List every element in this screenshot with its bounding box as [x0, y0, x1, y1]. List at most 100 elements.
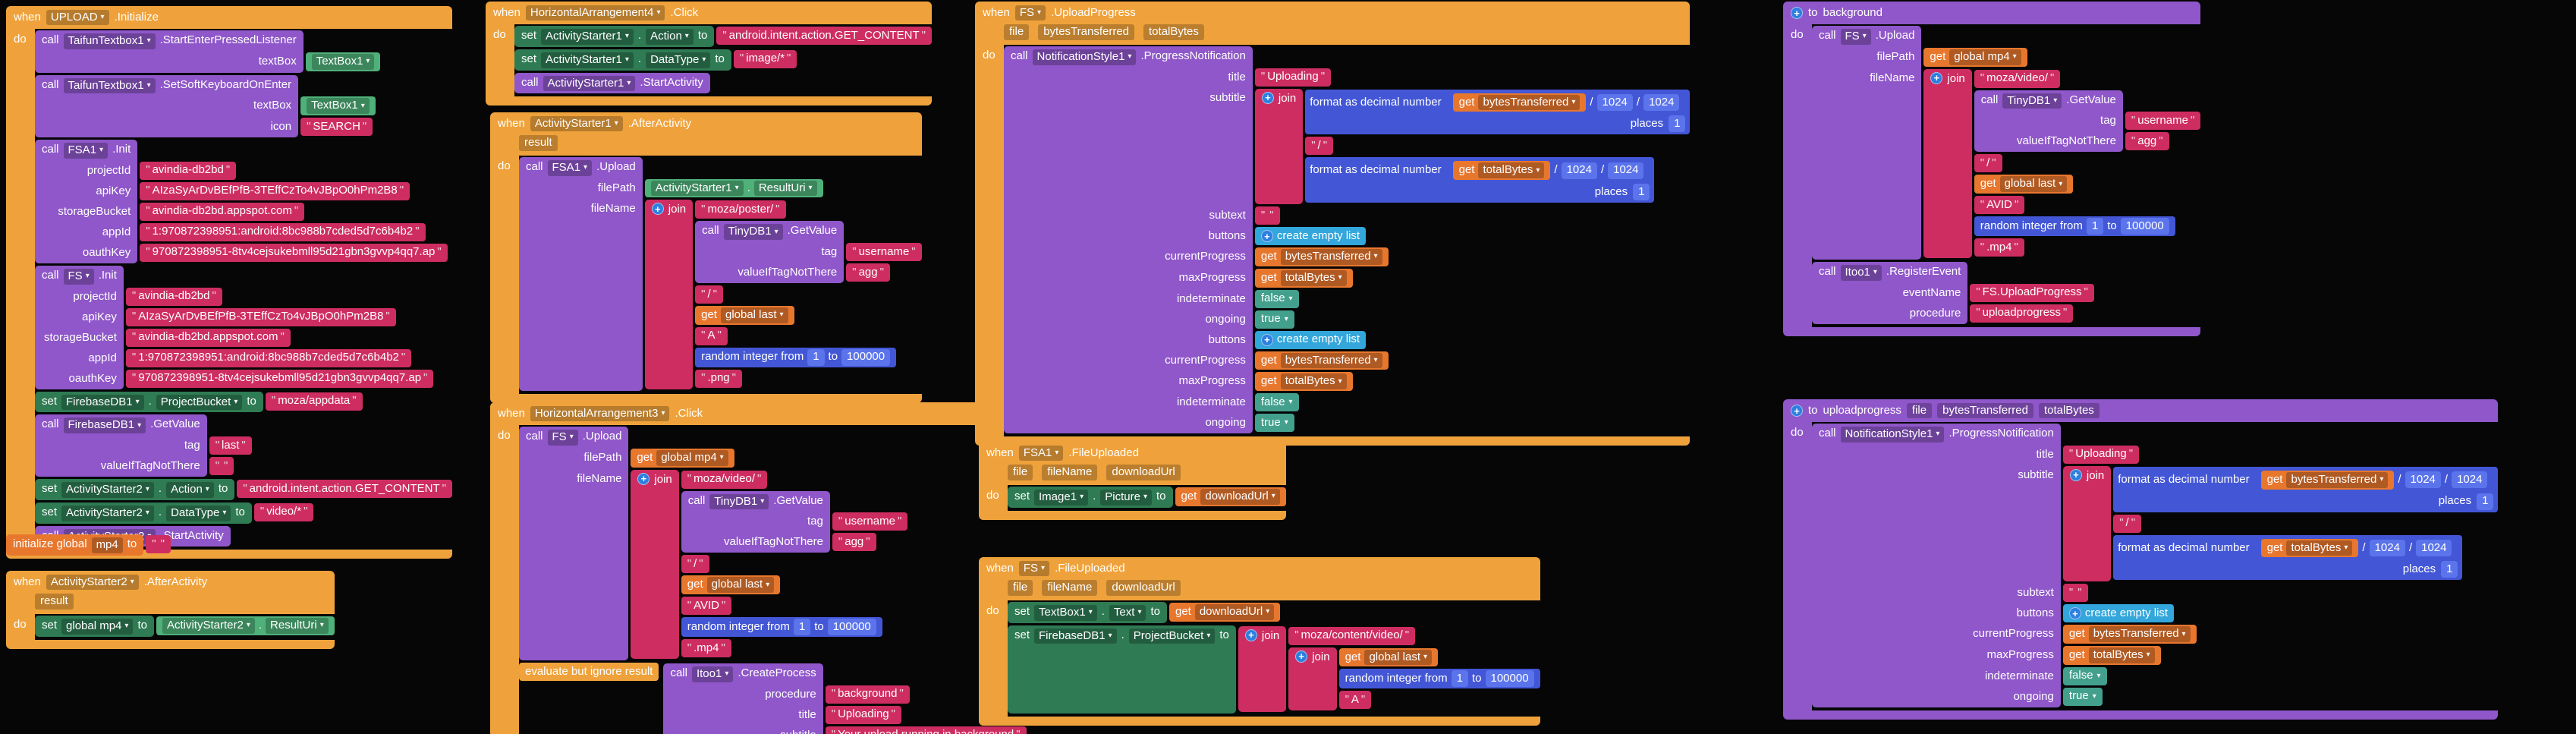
- component-dropdown[interactable]: FirebaseDB1▾: [63, 417, 146, 433]
- text-block[interactable]: "video/*": [253, 502, 314, 521]
- parameter-chip[interactable]: file: [1008, 465, 1033, 480]
- text-block[interactable]: "AVID": [1974, 196, 2025, 214]
- variable-dropdown[interactable]: global last▾: [1999, 176, 2068, 192]
- text-block[interactable]: "android.intent.action.GET_CONTENT": [716, 27, 932, 45]
- variable-dropdown[interactable]: global mp4▾: [61, 618, 134, 635]
- parameter-chip[interactable]: result: [35, 594, 74, 610]
- text-block[interactable]: "/": [695, 285, 723, 304]
- variable-dropdown[interactable]: bytesTransferred▾: [2286, 471, 2389, 488]
- mutator-icon[interactable]: +: [1930, 71, 1943, 84]
- property-dropdown[interactable]: DataType▾: [646, 52, 711, 68]
- text-block[interactable]: "AIzaSyArDvBEfPfB-3TEffCzTo4vJBpO0hPm2B8…: [140, 181, 410, 200]
- component-dropdown[interactable]: ActivityStarter1▾: [541, 52, 634, 68]
- number-block[interactable]: 1024: [1643, 93, 1680, 111]
- component-dropdown[interactable]: NotificationStyle1▾: [1840, 427, 1945, 443]
- text-block[interactable]: "A": [1338, 691, 1372, 710]
- text-block[interactable]: "970872398951-8tv4cejsukebmll95d21gbn3gv…: [140, 243, 448, 262]
- variable-dropdown[interactable]: totalBytes▾: [1280, 373, 1347, 389]
- component-property-block[interactable]: ActivityStarter1▾.ResultUri▾: [644, 178, 823, 198]
- logic-block[interactable]: false▾: [1254, 393, 1299, 411]
- property-dropdown[interactable]: ResultUri▾: [266, 617, 329, 634]
- parameter-chip[interactable]: fileName: [1042, 580, 1098, 596]
- variable-dropdown[interactable]: totalBytes▾: [2088, 647, 2155, 663]
- number-block[interactable]: 1024: [1561, 162, 1597, 179]
- create-empty-list-block[interactable]: +create empty list: [1254, 227, 1367, 245]
- variable-dropdown[interactable]: global mp4▾: [1949, 49, 2021, 65]
- component-dropdown[interactable]: HorizontalArrangement4▾: [525, 5, 665, 21]
- variable-dropdown[interactable]: global mp4▾: [656, 449, 728, 466]
- mutator-icon[interactable]: +: [1791, 7, 1803, 19]
- variable-dropdown[interactable]: global last▾: [1364, 649, 1433, 666]
- variable-dropdown[interactable]: bytesTransferred▾: [1280, 249, 1382, 265]
- mutator-icon[interactable]: +: [651, 203, 664, 216]
- number-block[interactable]: 1: [1669, 115, 1686, 133]
- create-empty-list-block[interactable]: +create empty list: [1254, 330, 1367, 349]
- text-block[interactable]: "avindia-db2bd.appspot.com": [140, 202, 305, 221]
- property-dropdown[interactable]: ProjectBucket▾: [156, 394, 243, 411]
- text-block[interactable]: "agg": [832, 533, 876, 552]
- text-block[interactable]: "/": [1305, 137, 1334, 156]
- text-block[interactable]: "moza/poster/": [695, 200, 786, 219]
- text-block[interactable]: "1:970872398951:android:8bc988b7cded5d7c…: [125, 348, 412, 367]
- text-block[interactable]: ".png": [695, 369, 742, 388]
- number-block[interactable]: 1: [1633, 184, 1650, 200]
- property-dropdown[interactable]: Action▾: [646, 29, 694, 45]
- component-dropdown[interactable]: ActivityStarter2▾: [162, 617, 255, 634]
- variable-dropdown[interactable]: totalBytes▾: [1478, 162, 1545, 178]
- mutator-icon[interactable]: +: [1261, 91, 1274, 104]
- text-block[interactable]: "moza/video/": [681, 470, 768, 489]
- component-dropdown[interactable]: FirebaseDB1▾: [61, 394, 144, 411]
- create-empty-list-block[interactable]: +create empty list: [2062, 604, 2175, 623]
- number-block[interactable]: 1024: [2405, 471, 2441, 489]
- text-block[interactable]: "username": [846, 243, 922, 261]
- number-block[interactable]: 100000: [2120, 218, 2169, 235]
- text-block[interactable]: "avindia-db2bd": [140, 161, 237, 180]
- text-block[interactable]: "SEARCH": [300, 118, 373, 136]
- number-block[interactable]: 1024: [2452, 471, 2488, 489]
- variable-dropdown[interactable]: bytesTransferred▾: [1478, 94, 1581, 111]
- number-block[interactable]: 1: [2441, 561, 2458, 578]
- component-dropdown[interactable]: TinyDB1▾: [723, 224, 783, 240]
- variable-dropdown[interactable]: downloadUrl▾: [1194, 603, 1275, 620]
- component-dropdown[interactable]: ActivityStarter1▾: [541, 29, 634, 45]
- component-dropdown[interactable]: UPLOAD▾: [46, 9, 109, 26]
- component-dropdown[interactable]: Itoo1▾: [691, 666, 734, 682]
- parameter-chip[interactable]: file: [1906, 402, 1933, 419]
- text-block[interactable]: "Uploading": [2062, 445, 2140, 464]
- text-block[interactable]: "Uploading": [825, 705, 901, 724]
- component-block[interactable]: TextBox1▾: [305, 52, 381, 71]
- text-block[interactable]: "FS.UploadProgress": [1970, 283, 2094, 302]
- property-dropdown[interactable]: ProjectBucket▾: [1128, 628, 1216, 644]
- component-dropdown[interactable]: ActivityStarter2▾: [61, 505, 154, 521]
